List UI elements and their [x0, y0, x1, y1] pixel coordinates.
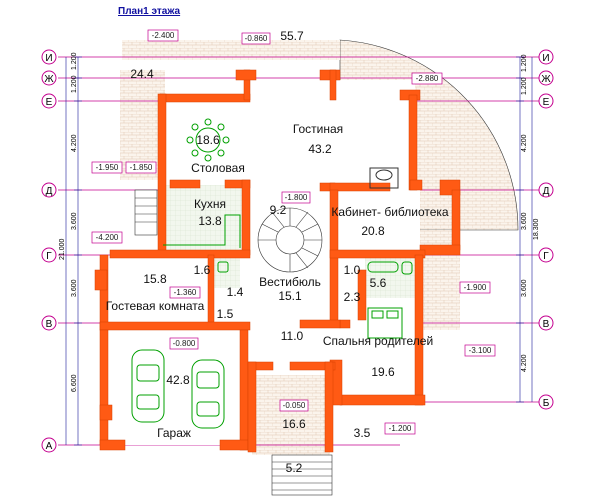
level-label: -0.860 — [245, 34, 268, 43]
level-label: -0.050 — [283, 401, 306, 410]
axis-label: Ж — [44, 74, 54, 85]
level-label: -1.200 — [389, 424, 412, 433]
walls — [94, 69, 461, 453]
level-label: -1.850 — [130, 163, 153, 172]
entry-steps — [271, 454, 333, 496]
area-label: 3.5 — [354, 426, 371, 440]
area-label: 55.7 — [280, 29, 304, 43]
area-label: 5.6 — [370, 276, 387, 290]
area-label: 5.2 — [286, 461, 303, 475]
room-name: Вестибюль — [259, 275, 321, 289]
dim-label: 4.200 — [71, 134, 78, 152]
axis-label: А — [46, 441, 53, 452]
level-label: -4.200 — [96, 233, 119, 242]
level-label: -1.950 — [96, 163, 119, 172]
axis-label: Д — [46, 186, 53, 197]
bed-icon — [367, 307, 403, 339]
level-label: -2.880 — [416, 74, 439, 83]
level-label: -2.400 — [152, 31, 175, 40]
axis-label: Е — [46, 97, 53, 108]
fireplace-icon — [369, 167, 399, 189]
spiral-staircase — [257, 207, 323, 273]
room-area: 15.8 — [143, 272, 167, 286]
area-label: 1.6 — [194, 263, 211, 277]
room-name: Гараж — [157, 426, 191, 440]
room-area: 18.6 — [196, 133, 220, 147]
area-label: 24.4 — [130, 67, 154, 81]
axis-label: Б — [543, 398, 550, 409]
level-label: -1.900 — [464, 283, 487, 292]
dim-label: 6.600 — [71, 374, 78, 392]
axis-label: Ж — [541, 74, 551, 85]
axis-label: Г — [543, 251, 549, 262]
car-icon — [191, 359, 225, 429]
level-label: -3.100 — [469, 346, 492, 355]
dim-label: 3.600 — [521, 279, 528, 297]
area-label: 1.0 — [344, 263, 361, 277]
dim-label: 4.200 — [521, 134, 528, 152]
left-terrace — [120, 70, 165, 180]
left-dimension-lines — [65, 56, 82, 446]
floors — [110, 80, 420, 445]
dim-label: 1.200 — [71, 75, 78, 93]
axis-label: В — [46, 319, 53, 330]
right-dimension-lines — [516, 56, 533, 403]
car-icon — [131, 349, 165, 423]
level-label: -1.800 — [285, 193, 308, 202]
axis-label: Д — [543, 186, 550, 197]
area-label: 16.6 — [282, 417, 306, 431]
room-area: 13.8 — [198, 214, 222, 228]
dim-label: 1.200 — [71, 52, 78, 70]
room-area: 20.8 — [361, 224, 385, 238]
room-name: Столовая — [191, 161, 245, 175]
area-label: 2.3 — [344, 290, 361, 304]
dim-label: 1.200 — [521, 77, 528, 95]
level-marks: -2.400 -0.860 -2.880 -1.950 -1.850 -4.20… — [91, 29, 496, 435]
level-label: -0.800 — [173, 339, 196, 348]
level-label: -1.360 — [174, 288, 197, 297]
plan-title: План1 этажа — [118, 6, 181, 17]
axis-label: Е — [543, 97, 550, 108]
kitchen-counter-icon — [163, 214, 241, 248]
room-name: Гостевая комната — [106, 299, 205, 313]
entry-porch — [252, 375, 330, 455]
room-name: Спальня родителей — [323, 334, 433, 348]
room-name: Кабинет- библиотека — [331, 205, 449, 219]
left-axis-bubbles: И Ж Е Д Г В А — [41, 49, 57, 453]
room-area: 43.2 — [308, 142, 332, 156]
room-name: Гостиная — [293, 122, 343, 136]
axis-label: И — [45, 53, 52, 64]
bath-fixtures-icon — [217, 261, 413, 275]
area-label: 11.0 — [281, 329, 304, 343]
dim-label: 3.600 — [521, 212, 528, 230]
axis-label: В — [543, 319, 550, 330]
area-label: 9.2 — [270, 203, 287, 217]
dim-label: 18.300 — [533, 218, 540, 240]
dim-label: 1.200 — [521, 54, 528, 72]
axis-label: И — [542, 53, 549, 64]
right-axis-bubbles: И Ж Е Д Г В Б — [538, 49, 554, 410]
dim-label: 21.000 — [59, 238, 66, 260]
dim-label: 3.600 — [71, 212, 78, 230]
side-steps — [134, 189, 158, 236]
room-area: 19.6 — [371, 365, 395, 379]
axis-label: Г — [46, 251, 52, 262]
room-name: Кухня — [194, 197, 226, 211]
dim-label: 4.200 — [521, 354, 528, 372]
room-area: 15.1 — [278, 289, 302, 303]
dim-label: 3.600 — [71, 279, 78, 297]
dining-table-icon — [186, 118, 230, 162]
upper-terrace — [122, 40, 340, 60]
area-label: 1.4 — [227, 285, 244, 299]
room-area: 42.8 — [166, 373, 190, 387]
area-label: 1.5 — [217, 307, 234, 321]
